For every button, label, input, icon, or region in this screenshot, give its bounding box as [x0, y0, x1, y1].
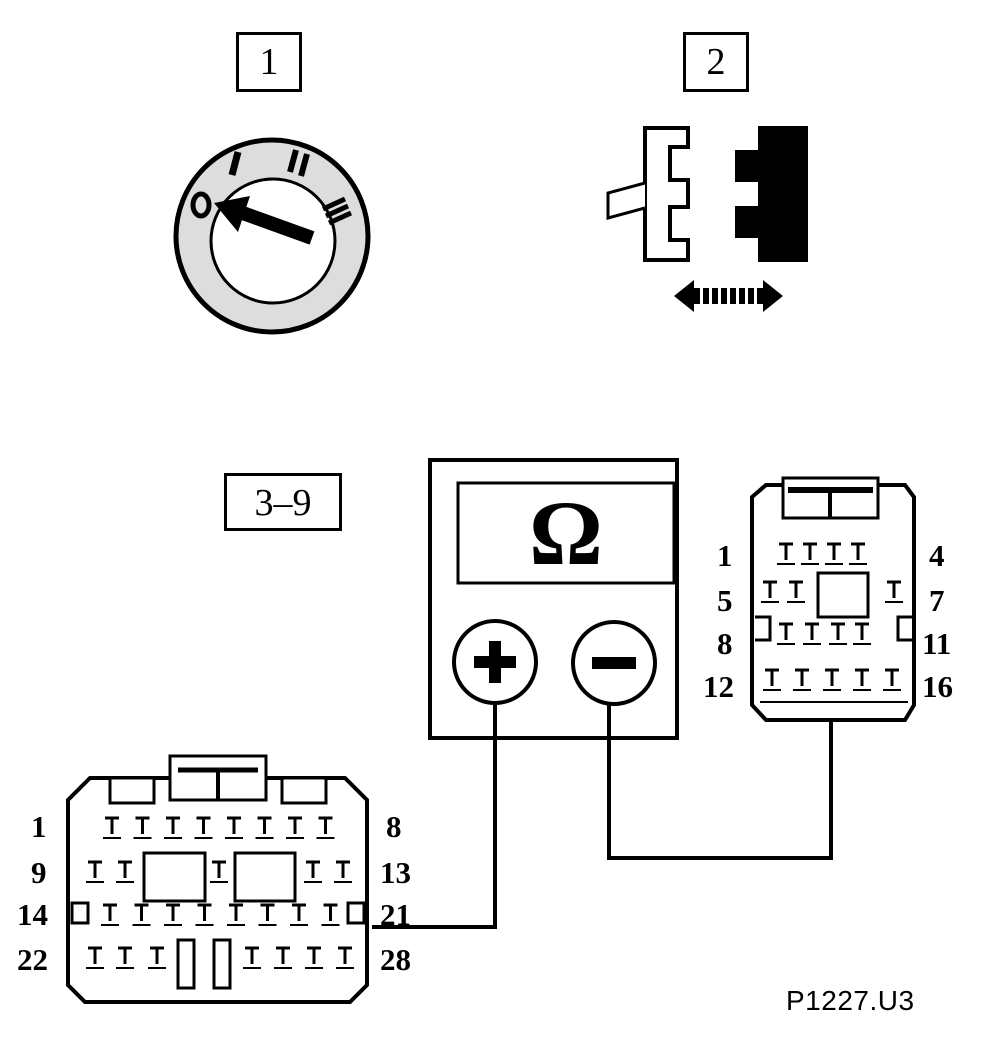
- terminal-pin: [761, 580, 779, 603]
- terminal-pin: [164, 816, 182, 839]
- terminal-pin: [243, 946, 261, 969]
- terminal-pin: [305, 946, 323, 969]
- switch-key-arrow: [214, 196, 315, 245]
- terminal-pin: [290, 903, 308, 926]
- large-connector-row-1-end: 8: [386, 809, 402, 844]
- terminal-pin: [825, 542, 843, 565]
- step-label-2: 2: [683, 32, 749, 92]
- terminal-pin: [336, 946, 354, 969]
- large-connector-row-3-start: 14: [17, 897, 48, 932]
- terminal-pin: [194, 816, 213, 839]
- small-connector-row-4-start: 12: [703, 669, 734, 704]
- terminal-pin: [286, 816, 304, 839]
- test-leads: [372, 667, 833, 929]
- terminal-pin: [853, 668, 871, 691]
- switch-position-2-mark: [287, 149, 310, 177]
- terminal-pin: [883, 668, 901, 691]
- terminal-pin: [255, 816, 274, 839]
- large-connector-row-4-end: 28: [380, 942, 411, 977]
- terminal-pin: [103, 816, 121, 839]
- switch-position-3-mark: [321, 196, 353, 226]
- connector-16-pin: [750, 476, 916, 722]
- terminal-pin: [777, 622, 795, 645]
- large-connector-row-2-end: 13: [380, 855, 411, 890]
- ohmmeter: [428, 458, 679, 740]
- terminal-pin: [101, 903, 119, 926]
- large-connector-row-2-start: 9: [31, 855, 47, 890]
- terminal-pin: [801, 542, 819, 565]
- terminal-pin: [86, 860, 104, 883]
- small-connector-row-2-start: 5: [717, 583, 733, 618]
- terminal-pin: [133, 816, 152, 839]
- terminal-pin: [885, 580, 903, 603]
- switch-position-0-mark: [190, 191, 212, 219]
- ohmmeter-display: [456, 481, 676, 585]
- figure-reference: P1227.U3: [786, 985, 915, 1016]
- step-label-3-9: 3–9: [224, 473, 342, 531]
- terminal-pin: [116, 946, 134, 969]
- step-label-1: 1: [236, 32, 302, 92]
- terminal-pin: [164, 903, 182, 926]
- terminal-pin: [823, 668, 841, 691]
- large-connector-row-4-start: 22: [17, 942, 48, 977]
- terminal-pin: [132, 903, 151, 926]
- positive-lead: [372, 703, 497, 929]
- large-connector-pins: [86, 816, 354, 969]
- terminal-pin: [321, 903, 340, 926]
- terminal-pin: [258, 903, 277, 926]
- terminal-pin: [210, 860, 228, 883]
- small-connector-row-3-end: 11: [922, 626, 952, 661]
- terminal-pin: [148, 946, 166, 969]
- terminal-pin: [274, 946, 292, 969]
- small-connector-row-1-end: 4: [929, 538, 945, 573]
- terminal-pin: [849, 542, 867, 565]
- terminal-pin: [793, 668, 811, 691]
- ohm-symbol: Ω: [529, 482, 603, 584]
- switch-position-1-mark: [228, 151, 242, 176]
- terminal-pin: [227, 903, 245, 926]
- small-connector-row-1-start: 1: [717, 538, 733, 573]
- connector-disconnect-illustration: [606, 126, 808, 312]
- terminal-pin: [334, 860, 352, 883]
- terminal-pin: [803, 622, 821, 645]
- terminal-pin: [777, 542, 795, 565]
- negative-lead: [607, 667, 833, 860]
- terminal-pin: [316, 816, 335, 839]
- small-connector-row-4-end: 16: [922, 669, 953, 704]
- small-connector-pins: [761, 542, 903, 691]
- ignition-switch: [173, 137, 371, 335]
- terminal-pin: [763, 668, 781, 691]
- terminal-pin: [304, 860, 322, 883]
- double-arrow: [674, 280, 783, 312]
- terminal-pin: [195, 903, 214, 926]
- large-connector-row-3-end: 21: [380, 897, 411, 932]
- terminal-pin: [787, 580, 805, 603]
- small-connector-row-2-end: 7: [929, 583, 945, 618]
- terminal-pin: [853, 622, 871, 645]
- terminal-pin: [116, 860, 134, 883]
- terminal-pin: [225, 816, 243, 839]
- connector-28-pin: [66, 754, 369, 1004]
- small-connector-row-3-start: 8: [717, 626, 733, 661]
- terminal-pin: [86, 946, 104, 969]
- large-connector-row-1-start: 1: [31, 809, 47, 844]
- terminal-pin: [829, 622, 847, 645]
